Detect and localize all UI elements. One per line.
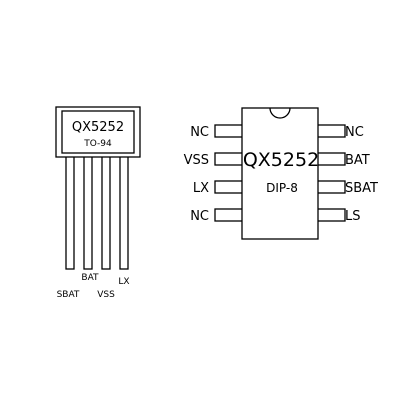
dip8-pin-right-2 [316, 152, 346, 166]
dip8-notch [269, 107, 291, 119]
dip8-left-pin-label-4: NC [190, 209, 209, 224]
to94-label-plate [61, 110, 135, 154]
dip8-right-pin-label-1: NC [345, 125, 364, 140]
dip8-right-pin-label-3: SBAT [345, 181, 378, 196]
to94-package: QX5252 TO-94 SBAT BAT VSS LX [55, 106, 141, 300]
to94-pin-label-lx: LX [118, 277, 129, 287]
to94-pin-label-vss: VSS [97, 290, 115, 300]
to94-pin-label-bat: BAT [81, 273, 99, 283]
dip8-package: QX5252 DIP-8 NC VSS LX NC NC BAT SBAT LS [184, 107, 378, 240]
to94-package-name: TO-94 [83, 139, 112, 149]
dip8-pin-left-1 [214, 124, 244, 138]
to94-pin-label-sbat: SBAT [57, 290, 80, 300]
to94-lead-bat [83, 154, 93, 270]
dip8-pin-right-4 [316, 208, 346, 222]
dip8-right-pin-label-2: BAT [345, 153, 370, 168]
dip8-left-pin-label-3: LX [193, 181, 209, 196]
dip8-pin-left-2 [214, 152, 244, 166]
to94-lead-lx [119, 154, 129, 270]
to94-lead-vss [101, 154, 111, 270]
dip8-right-pin-label-4: LS [345, 209, 361, 224]
dip8-body [241, 107, 319, 240]
dip8-left-pin-label-2: VSS [184, 153, 209, 168]
dip8-pin-left-3 [214, 180, 244, 194]
dip8-pin-right-3 [316, 180, 346, 194]
dip8-package-name: DIP-8 [266, 181, 298, 195]
dip8-pin-left-4 [214, 208, 244, 222]
dip8-left-pin-label-1: NC [190, 125, 209, 140]
to94-part-number: QX5252 [72, 120, 124, 135]
dip8-part-number: QX5252 [243, 149, 319, 171]
to94-lead-sbat [65, 154, 75, 270]
dip8-pin-right-1 [316, 124, 346, 138]
